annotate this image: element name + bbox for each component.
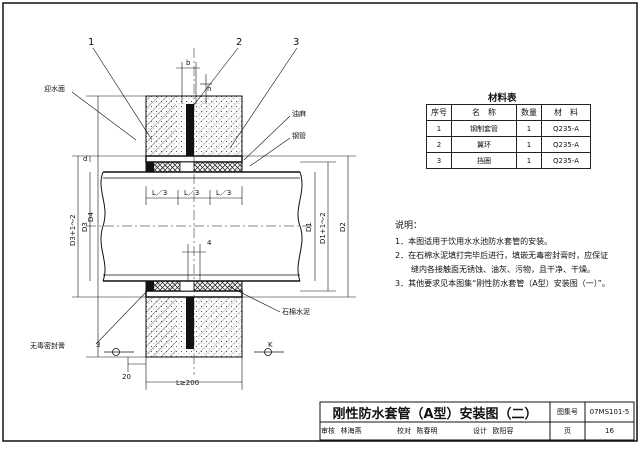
atlas-number: 07MS101-5 xyxy=(589,408,630,416)
part-label-3: 3 xyxy=(293,37,300,48)
design-label: 设计 xyxy=(473,427,487,435)
callout-asbestos-cement: 石棉水泥 xyxy=(282,308,310,316)
cell-name: 钢制套管 xyxy=(451,120,517,137)
header-material: 材 料 xyxy=(541,104,591,121)
drawing-title: 刚性防水套管（A型）安装图（二） xyxy=(332,406,538,422)
bottom-dimensions xyxy=(127,244,243,390)
materials-header-row: 序号 名 称 数量 材 料 xyxy=(426,104,591,121)
flange-ring-upper xyxy=(186,104,194,156)
cell-index: 3 xyxy=(426,152,452,169)
note-line-2: 2．在石棉水泥填打完毕后进行，填嵌无毒密封膏时，应保证 xyxy=(395,251,609,260)
header-qty: 数量 xyxy=(516,104,542,121)
table-row: 1 钢制套管 1 Q235-A xyxy=(426,120,591,137)
table-row: 3 挡圈 1 Q235-A xyxy=(426,152,591,169)
part-label-2: 2 xyxy=(236,37,243,48)
note-line-3: 缝内各接触面无锈蚀、油灰、污物，且干净、干燥。 xyxy=(395,265,595,274)
flange-ring-lower xyxy=(186,297,194,349)
dim-third-1: L／3 xyxy=(152,189,168,197)
atlas-label: 图集号 xyxy=(557,408,578,416)
header-index: 序号 xyxy=(426,104,452,121)
design-name: 欧阳容 xyxy=(492,427,514,435)
cell-index: 2 xyxy=(426,136,452,153)
section-label-left: 3 xyxy=(96,341,101,349)
title-block-frame xyxy=(319,401,635,441)
check-name: 陈春明 xyxy=(416,427,438,435)
cell-qty: 1 xyxy=(516,136,542,153)
section-markers xyxy=(104,348,284,356)
title-block: 刚性防水套管（A型）安装图（二） 图集号 07MS101-5 审核 林海燕 校对… xyxy=(320,402,634,440)
dim-D3: D3 xyxy=(81,222,89,232)
dim-third-2: L／3 xyxy=(184,189,200,197)
materials-title: 材料表 xyxy=(488,93,517,104)
dim-D3-plus: D3+1～2 xyxy=(69,214,77,246)
notes-block: 说明： 1．本图适用于饮用水水池防水套管的安装。 2．在石棉水泥填打完毕后进行，… xyxy=(395,219,610,291)
review-name: 林海燕 xyxy=(340,427,362,435)
note-line-4: 3．其他要求见本图集“刚性防水套管（A型）安装图（一）”。 xyxy=(395,279,610,288)
dim-b: b xyxy=(186,59,191,67)
cell-qty: 1 xyxy=(516,152,542,169)
steel-pipe xyxy=(100,171,303,282)
dim-L-min: L≥200 xyxy=(176,379,200,387)
header-name: 名 称 xyxy=(451,104,517,121)
callout-oakum: 油麻 xyxy=(292,110,306,118)
section-label-right: K xyxy=(268,341,273,349)
dim-20: 20 xyxy=(122,373,131,381)
cell-name: 挡圈 xyxy=(451,152,517,169)
table-row: 2 翼环 1 Q235-A xyxy=(426,136,591,153)
cell-material: Q235-A xyxy=(541,152,591,169)
page-number: 16 xyxy=(605,427,614,435)
third-dimensions xyxy=(145,186,243,205)
cell-qty: 1 xyxy=(516,120,542,137)
review-label: 审核 xyxy=(321,427,335,435)
callout-water-side: 迎水面 xyxy=(44,85,65,93)
dim-third-3: L／3 xyxy=(216,189,232,197)
cell-index: 1 xyxy=(426,120,452,137)
dim-D2: D2 xyxy=(339,222,347,232)
materials-table: 序号 名 称 数量 材 料 1 钢制套管 1 Q235-A 2 翼环 1 Q23… xyxy=(426,104,591,169)
part-label-1: 1 xyxy=(88,37,95,48)
dim-d: d xyxy=(83,155,88,163)
notes-heading: 说明： xyxy=(395,221,423,231)
dim-D1: D1 xyxy=(305,222,313,232)
leader-lines xyxy=(71,47,298,345)
dimension-lines-right xyxy=(242,155,356,298)
callout-sealant: 无毒密封膏 xyxy=(30,342,65,350)
sheet-border xyxy=(2,2,638,442)
dim-D4: D4 xyxy=(87,212,95,222)
note-line-1: 1．本图适用于饮用水水池防水套管的安装。 xyxy=(395,237,553,246)
cell-material: Q235-A xyxy=(541,136,591,153)
callout-steel-pipe: 钢管 xyxy=(292,132,306,140)
dim-h: h xyxy=(207,85,212,93)
dim-4: 4 xyxy=(207,239,212,247)
cell-name: 翼环 xyxy=(451,136,517,153)
check-label: 校对 xyxy=(397,427,411,435)
dim-D1-plus: D1+1～2 xyxy=(319,212,327,244)
cell-material: Q235-A xyxy=(541,120,591,137)
dimension-lines-left xyxy=(72,95,146,358)
page-label: 页 xyxy=(564,427,571,435)
